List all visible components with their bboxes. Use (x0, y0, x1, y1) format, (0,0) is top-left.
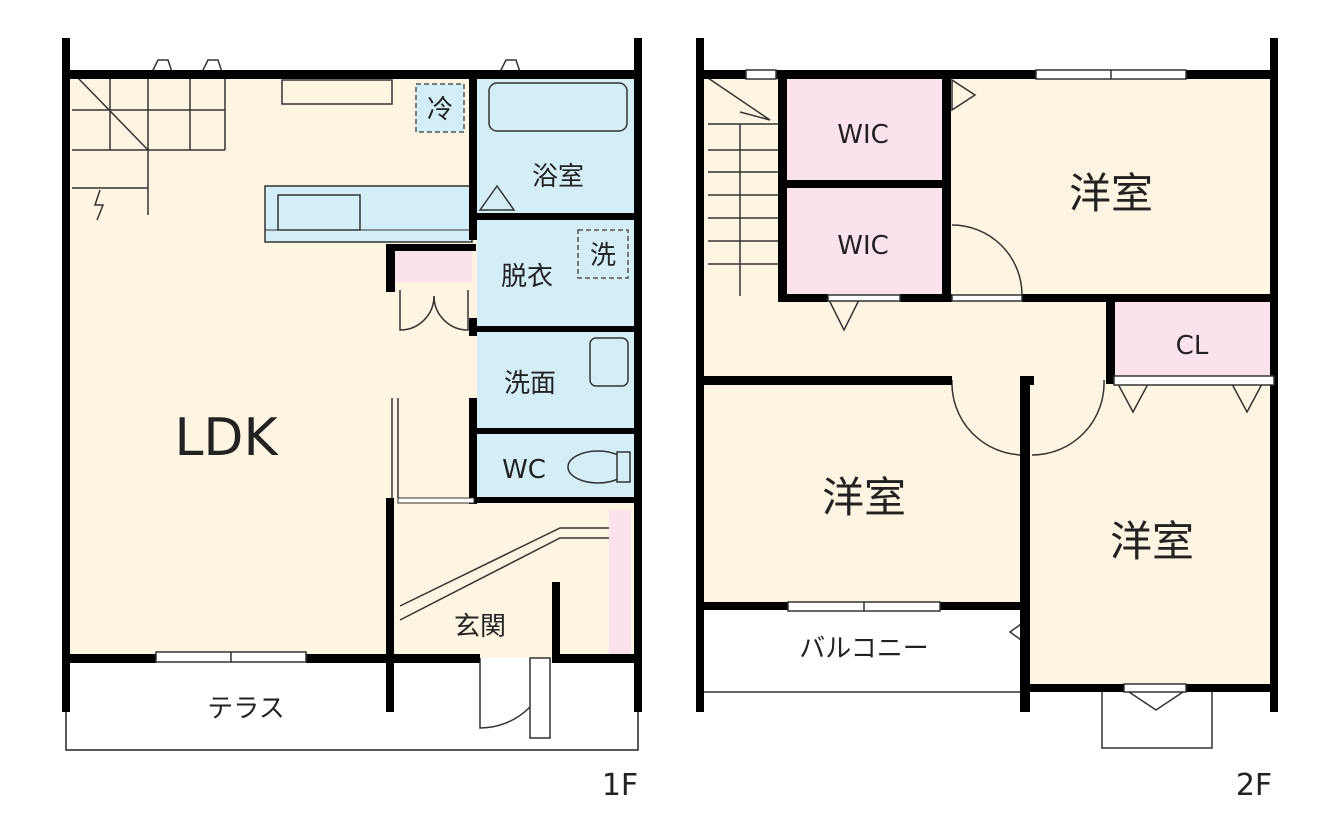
top-door-marks (150, 59, 522, 73)
terrace-outline (65, 700, 639, 751)
floor-label-2f: 2F (1236, 768, 1272, 803)
room-label-wash: 洗面 (504, 369, 556, 399)
floor-2: WIC WIC 洋室 CL 洋室 洋室 バルコニー 2F (696, 38, 1278, 803)
walls-2f (696, 38, 1278, 712)
room-label-entry: 玄関 (454, 612, 506, 642)
fridge-mark-label: 冷 (427, 95, 453, 125)
room-label-western-w: 洋室 (822, 473, 906, 522)
entry-area (398, 502, 634, 658)
room-label-terrace: テラス (207, 694, 284, 724)
room-label-wic-1: WIC (837, 120, 889, 150)
washer-mark: 洗 (577, 229, 629, 279)
stairs-2f (707, 77, 780, 296)
shelf (281, 79, 393, 105)
room-label-balcony: バルコニー (799, 634, 928, 664)
windows-2f (745, 69, 1275, 693)
room-label-dress: 脱衣 (501, 262, 553, 292)
wic-1-area (784, 76, 942, 180)
walls-1f (62, 38, 642, 712)
room-label-wc: WC (502, 455, 546, 485)
floor-1: 冷 洗 (62, 38, 642, 803)
sink (277, 194, 361, 231)
door-swings-1f (391, 184, 609, 739)
stairs-1f (72, 77, 226, 221)
pantry-storage (395, 250, 472, 282)
balcony-area (704, 608, 1030, 688)
windows-1f (155, 651, 307, 663)
room-east-area (1030, 380, 1274, 688)
closet-area (1114, 300, 1272, 378)
floor-label-1f: 1F (602, 768, 638, 803)
wash-basin (589, 337, 629, 387)
door-swings-2f (704, 78, 1264, 749)
room-label-western-ne: 洋室 (1069, 169, 1153, 218)
room-label-bath: 浴室 (532, 162, 584, 192)
fridge-mark: 冷 (415, 83, 465, 133)
bathtub (488, 82, 628, 132)
room-label-ldk: LDK (174, 408, 279, 468)
shoe-storage (609, 510, 631, 655)
room-label-closet: CL (1176, 331, 1209, 361)
washer-mark-label: 洗 (590, 241, 616, 271)
room-label-western-e: 洋室 (1110, 517, 1194, 566)
room-label-wic-2: WIC (837, 231, 889, 261)
door-gap (397, 497, 475, 504)
wic-2-area (784, 188, 942, 296)
